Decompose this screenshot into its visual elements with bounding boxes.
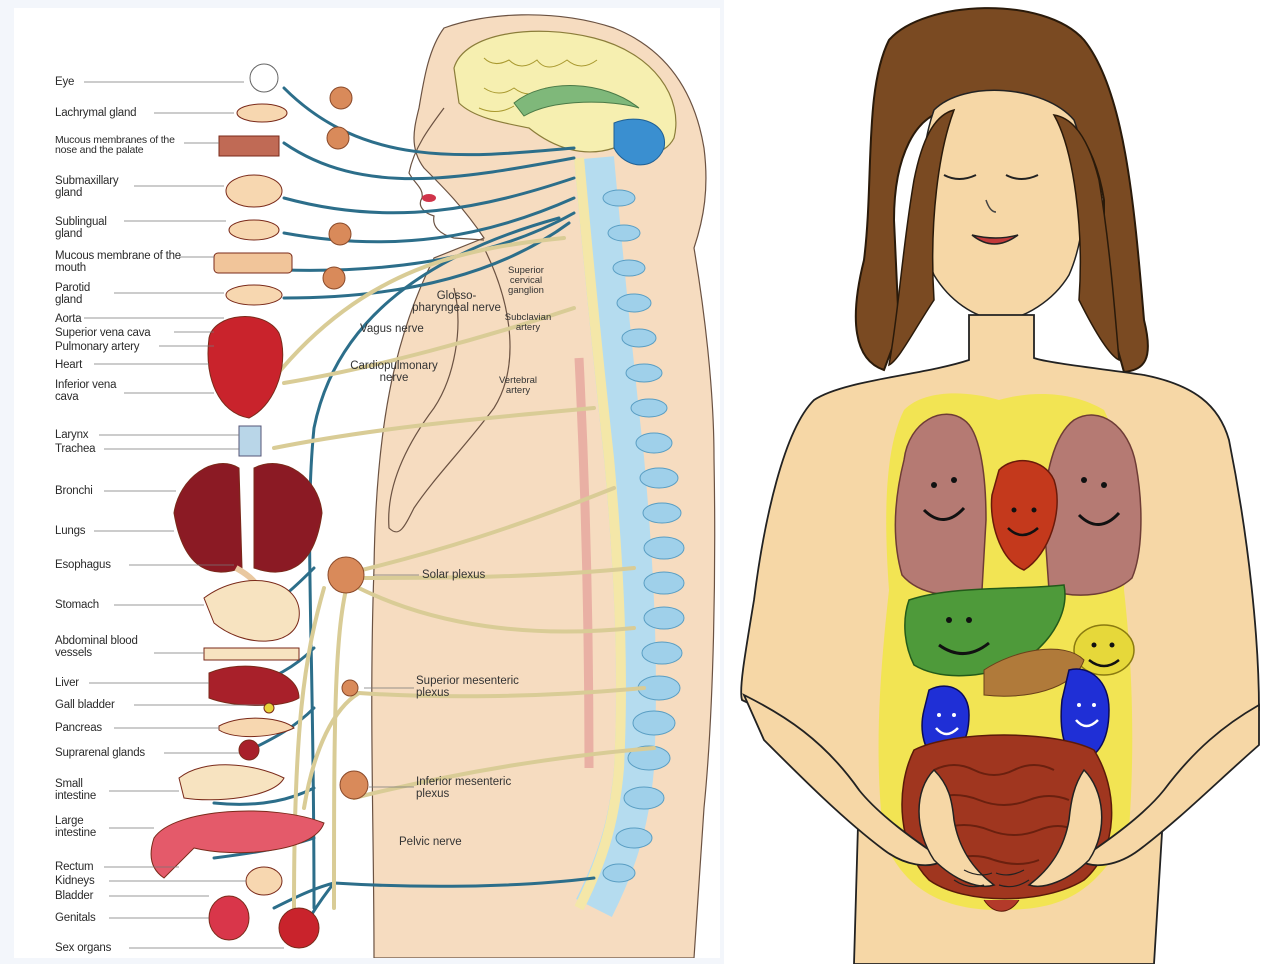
liver-icon bbox=[209, 666, 299, 705]
nervous-system-panel: Eye Lachrymal gland Mucous membranes of … bbox=[14, 8, 720, 958]
gall-bladder-icon bbox=[264, 703, 274, 713]
label-pelvic-nerve: Pelvic nerve bbox=[399, 836, 489, 848]
mouth-mucosa-icon bbox=[214, 253, 292, 273]
label-vertebral-artery: Vertebral artery bbox=[490, 376, 546, 396]
label-abdominal-blood-vessels: Abdominal blood vessels bbox=[55, 635, 170, 659]
label-lachrymal-gland: Lachrymal gland bbox=[55, 107, 195, 119]
label-lungs: Lungs bbox=[55, 525, 195, 537]
label-larynx: Larynx bbox=[55, 429, 195, 441]
label-vagus-nerve: Vagus nerve bbox=[360, 323, 440, 335]
label-rectum: Rectum bbox=[55, 861, 195, 873]
label-submaxillary-gland: Submaxillary gland bbox=[55, 175, 137, 199]
label-superior-cervical-ganglion: Superior cervical ganglion bbox=[502, 266, 550, 296]
label-stomach: Stomach bbox=[55, 599, 195, 611]
label-nose-palate: Mucous membranes of the nose and the pal… bbox=[55, 135, 187, 155]
abdominal-vessels-icon bbox=[204, 648, 299, 660]
label-pulmonary-artery: Pulmonary artery bbox=[55, 341, 195, 353]
larynx-icon bbox=[239, 426, 261, 456]
label-heart: Heart bbox=[55, 359, 195, 371]
label-small-intestine: Small intestine bbox=[55, 778, 115, 802]
label-parotid-gland: Parotid gland bbox=[55, 282, 115, 306]
stomach-icon bbox=[204, 581, 299, 642]
organ-icons bbox=[151, 64, 324, 948]
label-bladder: Bladder bbox=[55, 890, 195, 902]
lungs-icon bbox=[174, 464, 322, 573]
solar-plexus-ganglion bbox=[328, 557, 364, 593]
label-gall-bladder: Gall bladder bbox=[55, 699, 195, 711]
label-aorta: Aorta bbox=[55, 313, 195, 325]
label-mouth-mucosa: Mucous membrane of the mouth bbox=[55, 250, 183, 274]
label-pancreas: Pancreas bbox=[55, 722, 195, 734]
smiling-organs-illustration bbox=[724, 0, 1263, 964]
label-sublingual-gland: Sublingual gland bbox=[55, 216, 127, 240]
lips bbox=[422, 194, 436, 202]
label-bronchi: Bronchi bbox=[55, 485, 195, 497]
eye-icon bbox=[250, 64, 278, 92]
lachrymal-gland-icon bbox=[237, 104, 287, 122]
label-superior-mesenteric-plexus: Superior mesenteric plexus bbox=[416, 675, 534, 699]
nose-palate-icon bbox=[219, 136, 279, 156]
sublingual-gland-icon bbox=[229, 220, 279, 240]
label-superior-vena-cava: Superior vena cava bbox=[55, 327, 195, 339]
label-glossopharyngeal-nerve: Glosso-pharyngeal nerve bbox=[409, 290, 504, 314]
genitals-icon bbox=[279, 908, 319, 948]
suprarenal-icon bbox=[239, 740, 259, 760]
label-kidneys: Kidneys bbox=[55, 875, 195, 887]
label-genitals: Genitals bbox=[55, 912, 195, 924]
label-subclavian-artery: Subclavian artery bbox=[504, 313, 552, 333]
label-liver: Liver bbox=[55, 677, 195, 689]
label-inferior-vena-cava: Inferior vena cava bbox=[55, 379, 125, 403]
label-eye: Eye bbox=[55, 76, 195, 88]
cerebellum-icon bbox=[614, 119, 665, 165]
gallbladder-smiling bbox=[1074, 625, 1134, 675]
bladder-icon bbox=[209, 896, 249, 940]
heart-icon bbox=[208, 317, 283, 418]
parotid-gland-icon bbox=[226, 285, 282, 305]
label-suprarenal-glands: Suprarenal glands bbox=[55, 747, 195, 759]
label-inferior-mesenteric-plexus: Inferior mesenteric plexus bbox=[416, 776, 534, 800]
label-solar-plexus: Solar plexus bbox=[422, 569, 512, 581]
kidneys-icon bbox=[246, 867, 282, 895]
label-esophagus: Esophagus bbox=[55, 559, 195, 571]
label-trachea: Trachea bbox=[55, 443, 195, 455]
label-sex-organs: Sex organs bbox=[55, 942, 195, 954]
small-intestine-icon bbox=[179, 765, 284, 800]
label-cardiopulmonary-nerve: Cardiopulmonary nerve bbox=[339, 360, 449, 384]
smiling-organs-panel bbox=[724, 0, 1263, 964]
submaxillary-gland-icon bbox=[226, 175, 282, 207]
label-large-intestine: Large intestine bbox=[55, 815, 115, 839]
